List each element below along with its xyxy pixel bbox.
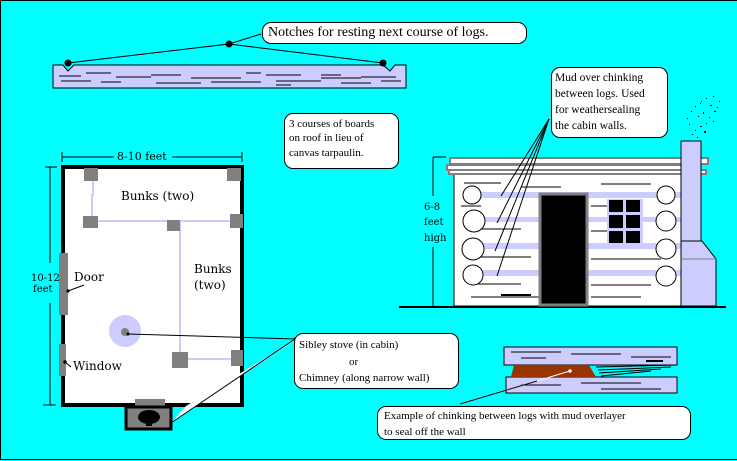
roof-boards-callout: 3 courses of boards on roof in lieu of c… bbox=[284, 113, 399, 169]
bunks-side-label-1: Bunks bbox=[194, 262, 232, 276]
length-dimension-label-2: feet bbox=[33, 284, 53, 295]
floor-plan bbox=[43, 152, 298, 431]
height-label-2: feet bbox=[424, 217, 444, 228]
smoke-icon bbox=[687, 96, 720, 138]
cabin-elevation bbox=[399, 96, 726, 308]
bunks-top-label: Bunks (two) bbox=[121, 189, 194, 203]
mud-line-2: between logs. Used bbox=[555, 88, 645, 101]
chinking-callout: Example of chinking between logs with mu… bbox=[377, 406, 691, 440]
chimney-base bbox=[680, 240, 717, 307]
roof-boards-line-3: canvas tarpaulin. bbox=[289, 146, 364, 159]
mud-line-3: for weathersealing bbox=[555, 104, 641, 117]
mud-overlayer bbox=[511, 365, 596, 377]
window-label: Window bbox=[73, 359, 123, 373]
stove-callout: Sibley stove (in cabin) or Chimney (alon… bbox=[294, 333, 459, 389]
mud-leader-lines bbox=[494, 118, 550, 277]
stove-line-1: Sibley stove (in cabin) bbox=[299, 339, 399, 351]
chinking-line-2: to seal off the wall bbox=[384, 425, 466, 438]
log-grain bbox=[59, 72, 401, 86]
stove-line-3: Chimney (along narrow wall) bbox=[299, 372, 430, 384]
notch-leader-lines bbox=[67, 43, 384, 64]
mud-line-1: Mud over chinking bbox=[555, 72, 644, 84]
chinking-detail bbox=[459, 346, 678, 405]
chinking-line-1: Example of chinking between logs with mu… bbox=[384, 410, 626, 422]
bunk-posts bbox=[83, 168, 243, 368]
log-ends bbox=[461, 185, 677, 287]
mud-line-4: the cabin walls. bbox=[555, 120, 627, 133]
height-label-1: 6-8 bbox=[424, 202, 440, 213]
roof-boards-line-1: 3 courses of boards bbox=[289, 118, 375, 130]
mud-callout: Mud over chinking between logs. Used for… bbox=[551, 67, 668, 138]
stove-line-2: or bbox=[349, 355, 359, 368]
cabin-door bbox=[538, 192, 589, 307]
height-label-3: high bbox=[424, 233, 447, 244]
chimney-flue-icon bbox=[138, 410, 160, 424]
window-opening bbox=[59, 344, 66, 376]
width-dimension-label: 8-10 feet bbox=[117, 150, 167, 163]
length-dimension-label-1: 10-12 bbox=[31, 273, 60, 284]
notched-log bbox=[52, 33, 407, 89]
door-label: Door bbox=[74, 270, 104, 284]
bunks-side-label-2: (two) bbox=[194, 278, 226, 292]
door-opening bbox=[59, 253, 68, 315]
notches-callout-text: Notches for resting next course of logs. bbox=[268, 25, 489, 40]
notches-callout: Notches for resting next course of logs. bbox=[262, 22, 527, 44]
roof-boards bbox=[446, 157, 709, 175]
roof-boards-line-2: on roof in lieu of bbox=[289, 132, 364, 145]
